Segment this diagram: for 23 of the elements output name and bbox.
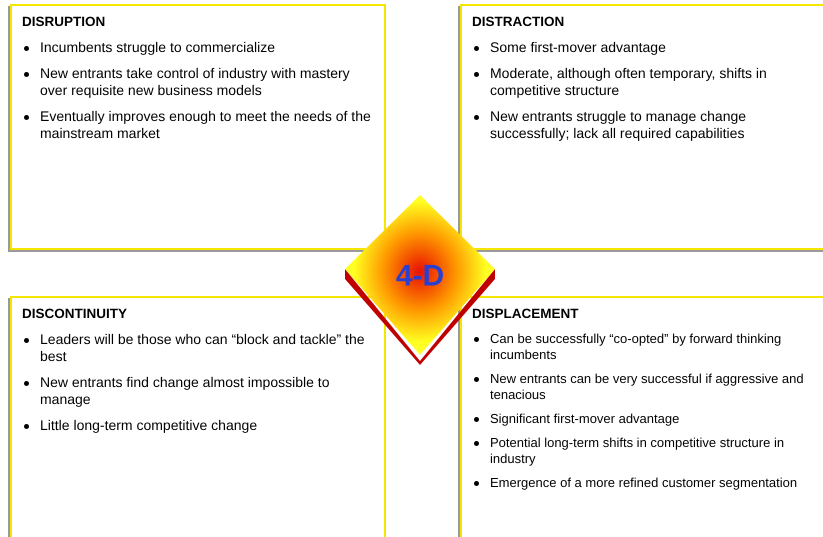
bullet-text: New entrants struggle to manage change successfully; lack all required capabilities <box>490 108 748 142</box>
bullet-text: Little long-term competitive change <box>40 417 258 434</box>
bullet-text: Emergence of a more refined customer segmentation <box>490 475 798 491</box>
quadrant-panel <box>10 296 386 537</box>
bullet-text: New entrants take control of industry with mastery over requisite new business models <box>40 65 351 99</box>
badge-label: 4-D <box>396 259 444 294</box>
bullet-text: Significant first-mover advantage <box>490 411 680 427</box>
quadrant-panel <box>460 296 823 537</box>
bullet-text: New entrants find change almost impossible to manage <box>40 374 330 408</box>
bullet-text: Eventually improves enough to meet the needs of the mainstream market <box>40 108 372 142</box>
panel-heading: DISPLACEMENT <box>472 306 580 321</box>
bullet-text: Potential long-term shifts in competitive structure in industry <box>490 435 786 467</box>
bullet-text: Moderate, although often temporary, shifts in competitive structure <box>490 65 768 99</box>
bullet-text: Incumbents struggle to commercialize <box>40 39 276 56</box>
panel-heading: DISCONTINUITY <box>22 306 128 321</box>
quadrant-panel <box>10 4 386 250</box>
bullet-text: New entrants can be very successful if aggressive and tenacious <box>490 371 805 403</box>
panel-heading: DISRUPTION <box>22 14 106 29</box>
bullet-text: Some first-mover advantage <box>490 39 667 56</box>
bullet-text: Leaders will be those who can “block and tackle” the best <box>40 331 366 365</box>
quadrant-panel <box>460 4 823 250</box>
bullet-text: Can be successfully “co-opted” by forward thinking incumbents <box>490 331 782 363</box>
panel-heading: DISTRACTION <box>472 14 566 29</box>
